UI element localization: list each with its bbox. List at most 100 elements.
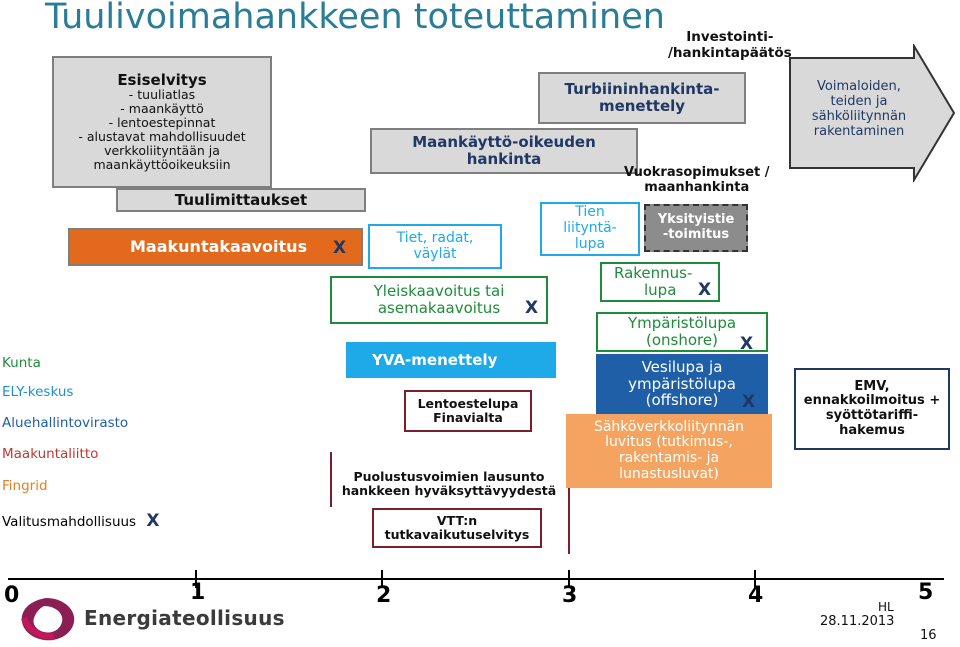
lentoestelupa-box: Lentoestelupa Finavialta: [404, 390, 532, 432]
lentoestelupa-line: Finavialta: [433, 410, 503, 425]
onshore-line: Ympäristölupa: [627, 314, 737, 333]
yleiskaavoitus-line: Yleiskaavoitus tai: [373, 282, 505, 301]
puolustus-line: hankkeen hyväksyttävyydestä: [341, 483, 557, 499]
energiateollisuus-logo-icon: [21, 598, 75, 641]
yleiskaavoitus-line: asemakaavoitus: [377, 299, 501, 317]
tien-line: liityntä-: [563, 220, 617, 237]
emv-line: syöttötariffi-: [825, 408, 919, 423]
sahko-line: Sähköverkkoliitynnän: [593, 418, 745, 435]
lentoestelupa-line: Lentoestelupa: [417, 396, 519, 411]
vesilupa-box: Vesilupa ja ympäristölupa (offshore): [596, 354, 768, 414]
voimaloiden-line: teiden ja: [830, 93, 888, 109]
maankaytto-box: Maankäyttö-oikeuden hankinta: [370, 128, 638, 174]
tuulimittaukset-box: Tuulimittaukset: [116, 188, 366, 212]
axis-label-4: 4: [748, 583, 764, 608]
esiselvitys-item: - alustavat mahdollisuudet: [78, 129, 246, 145]
legend-kunta: Kunta: [2, 355, 41, 371]
turbiini-line: menettely: [598, 97, 686, 115]
vtt-line: tutkavaikutuselvitys: [384, 527, 530, 542]
rakennuslupa-line: lupa: [644, 281, 677, 299]
vtt-box: VTT:n tutkavaikutuselvitys: [372, 508, 542, 548]
tien-line: Tien: [575, 204, 605, 221]
footer-initials: HL: [878, 600, 894, 614]
esiselvitys-box: Esiselvitys - tuuliatlas - maankäyttö - …: [52, 56, 272, 188]
axis-tick: [754, 570, 756, 588]
esiselvitys-item: verkkoliityntään ja: [104, 143, 220, 159]
logo-text: Energiateollisuus: [84, 606, 285, 630]
investointi-line: /hankintapäätös: [668, 44, 792, 61]
sahko-line: lunastusluvat): [619, 465, 719, 482]
rakennuslupa-box: Rakennus- lupa: [600, 262, 720, 302]
appeal-x-mark: X: [742, 392, 756, 412]
tuulimittaukset-label: Tuulimittaukset: [174, 190, 308, 209]
axis-label-1: 1: [190, 580, 206, 605]
esiselvitys-item: - lentoestepinnat: [108, 115, 216, 131]
legend-ely-keskus: ELY-keskus: [2, 384, 74, 400]
turbiini-box: Turbiininhankinta- menettely: [538, 72, 746, 124]
construction-arrow-shape: [789, 44, 956, 182]
voimaloiden-line: rakentaminen: [813, 123, 905, 139]
legend-valitus-label: Valitusmahdollisuus: [2, 514, 137, 530]
maakuntakaavoitus-box: Maakuntakaavoitus: [68, 228, 363, 266]
vuokra-label: Vuokrasopimukset / maanhankinta: [624, 165, 770, 196]
yksityistie-box: Yksityistie -toimitus: [644, 204, 748, 252]
maankaytto-line: hankinta: [466, 150, 542, 168]
vuokra-line: maanhankinta: [644, 179, 750, 195]
page-title: Tuulivoimahankkeen toteuttaminen: [45, 0, 665, 37]
puolustus-line: Puolustusvoimien lausunto: [353, 469, 545, 484]
legend-maakuntaliitto: Maakuntaliitto: [2, 446, 99, 462]
tien-line: lupa: [574, 235, 606, 252]
legend-valitusmahdollisuus: Valitusmahdollisuus X: [2, 511, 160, 531]
tien-liityntalupa-box: Tien liityntä- lupa: [540, 202, 640, 256]
emv-line: EMV,: [854, 378, 890, 394]
investointi-label: Investointi- /hankintapäätös: [668, 29, 792, 61]
axis-label-2: 2: [376, 583, 392, 608]
emv-line: ennakkoilmoitus +: [803, 393, 941, 409]
maankaytto-line: Maankäyttö-oikeuden: [412, 133, 596, 152]
footer-date: 28.11.2013: [820, 614, 895, 629]
emv-box: EMV, ennakkoilmoitus + syöttötariffi- ha…: [794, 368, 950, 450]
maakuntakaavoitus-label: Maakuntakaavoitus: [130, 237, 308, 257]
esiselvitys-item: maankäyttöoikeuksiin: [93, 157, 231, 173]
axis-label-3: 3: [562, 583, 578, 608]
timeline-axis: [8, 578, 944, 580]
vesilupa-line: Vesilupa ja: [641, 357, 723, 376]
page-number: 16: [920, 628, 937, 643]
appeal-x-mark: X: [333, 238, 347, 258]
esiselvitys-item: - maankäyttö: [120, 101, 204, 117]
puolustus-text: Puolustusvoimien lausunto hankkeen hyväk…: [334, 469, 564, 499]
voimaloiden-line: Voimaloiden,: [817, 79, 901, 94]
legend-aluehallintovirasto: Aluehallintovirasto: [2, 415, 129, 431]
voimaloiden-label: Voimaloiden, teiden ja sähköliitynnän ra…: [794, 79, 924, 140]
esiselvitys-title: Esiselvitys: [117, 70, 207, 89]
legend-fingrid: Fingrid: [2, 478, 48, 494]
tiet-line: väylät: [413, 245, 457, 262]
vtt-line: VTT:n: [436, 513, 478, 528]
legend-x-mark: X: [146, 511, 160, 531]
voimaloiden-line: sähköliitynnän: [811, 108, 907, 124]
axis-label-0: 0: [4, 583, 20, 608]
sahkoverkko-box: Sähköverkkoliitynnän luvitus (tutkimus-,…: [566, 414, 772, 488]
ymparistolupa-onshore-box: Ympäristölupa (onshore): [596, 312, 768, 352]
tiet-box: Tiet, radat, väylät: [368, 224, 502, 269]
appeal-x-mark: X: [740, 334, 754, 354]
axis-label-5: 5: [918, 580, 934, 605]
bracket-line: [330, 452, 332, 507]
axis-tick: [195, 570, 197, 588]
yksityistie-line: Yksityistie: [657, 212, 735, 228]
emv-line: hakemus: [839, 422, 905, 438]
bracket-line: [568, 432, 570, 554]
sahko-line: rakentamis- ja: [618, 450, 720, 466]
onshore-line: (onshore): [646, 331, 718, 349]
investointi-line: Investointi-: [686, 29, 774, 45]
vesilupa-line: (offshore): [645, 391, 719, 410]
rakennuslupa-line: Rakennus-: [614, 264, 693, 283]
appeal-x-mark: X: [698, 280, 712, 300]
yva-label: YVA-menettely: [372, 350, 498, 369]
yleiskaavoitus-box: Yleiskaavoitus tai asemakaavoitus: [330, 276, 548, 324]
vesilupa-line: ympäristölupa: [628, 374, 736, 393]
turbiini-line: Turbiininhankinta-: [564, 80, 720, 99]
sahko-line: luvitus (tutkimus-,: [605, 434, 733, 451]
esiselvitys-item: - tuuliatlas: [128, 87, 196, 103]
tiet-line: Tiet, radat,: [396, 229, 474, 246]
